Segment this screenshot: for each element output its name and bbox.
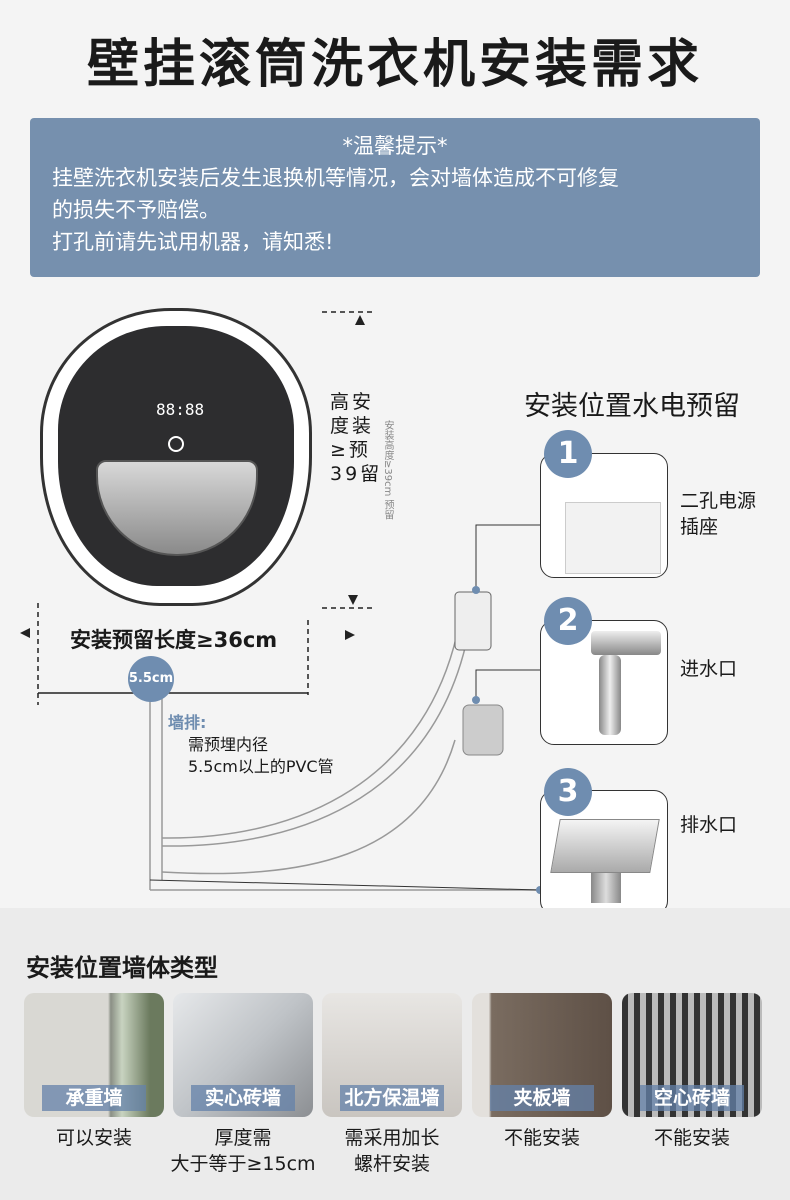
wall-tag: 实心砖墙 xyxy=(191,1085,295,1111)
item-label-line: 插座 xyxy=(680,516,719,538)
power-icon xyxy=(168,436,184,452)
notice-heading: *温馨提示* xyxy=(342,134,448,158)
notice-line: 的损失不予赔偿。 xyxy=(52,198,220,222)
faucet-icon xyxy=(591,631,661,655)
badge-1: 1 xyxy=(544,430,592,478)
wall-caption-line: 不能安装 xyxy=(503,1127,580,1149)
diagram-lines xyxy=(20,311,544,894)
wall-tag: 夹板墙 xyxy=(490,1085,594,1111)
wall-card-load-bearing: 承重墙 xyxy=(24,993,164,1117)
faucet-spout xyxy=(599,655,621,735)
socket-card xyxy=(540,453,668,578)
wall-caption-line: 大于等于≥15cm xyxy=(170,1153,316,1175)
wall-caption: 厚度需大于等于≥15cm xyxy=(168,1125,318,1177)
wall-card-solid-brick: 实心砖墙 xyxy=(173,993,313,1117)
item-label: 排水口 xyxy=(680,814,738,836)
wall-caption: 不能安装 xyxy=(617,1125,767,1151)
socket-icon xyxy=(565,502,661,574)
wall-card-plywood: 夹板墙 xyxy=(472,993,612,1117)
wall-tag: 北方保温墙 xyxy=(340,1085,444,1111)
item-label-line: 二孔电源 xyxy=(680,490,757,512)
height-label-row: 39留 xyxy=(330,463,383,485)
wall-caption-line: 可以安装 xyxy=(55,1127,132,1149)
height-label-row: 高安 xyxy=(330,391,375,413)
notice-box: *温馨提示* 挂壁洗衣机安装后发生退换机等情况，会对墙体造成不可修复 的损失不予… xyxy=(30,118,760,277)
pipe-diameter-badge: 5.5cm xyxy=(128,656,174,702)
height-label-text: 安装高度≥39cm 预留 xyxy=(382,420,393,520)
wall-caption: 不能安装 xyxy=(467,1125,617,1151)
wall-socket-small xyxy=(454,591,492,651)
drain-note: 墙排: 需预埋内径 5.5cm以上的PVC管 xyxy=(168,712,334,778)
notice-line: 挂壁洗衣机安装后发生退换机等情况，会对墙体造成不可修复 xyxy=(52,166,619,190)
wall-caption-line: 需采用加长 xyxy=(344,1127,440,1149)
item-label: 进水口 xyxy=(680,658,738,680)
wall-card-insulated: 北方保温墙 xyxy=(322,993,462,1117)
notice-line: 打孔前请先试用机器，请知悉! xyxy=(52,230,334,254)
drain-note-title: 墙排: xyxy=(168,713,207,732)
wall-tag: 承重墙 xyxy=(42,1085,146,1111)
wall-caption: 需采用加长螺杆安装 xyxy=(317,1125,467,1177)
item-label: 二孔电源插座 xyxy=(680,488,756,540)
wall-caption-line: 不能安装 xyxy=(653,1127,730,1149)
floor-drain-icon xyxy=(550,819,660,873)
height-label-row: 度装 xyxy=(330,415,375,437)
drain-pipe xyxy=(591,873,621,903)
wall-caption-line: 厚度需 xyxy=(214,1127,272,1149)
drain-note-line: 需预埋内径 xyxy=(188,735,269,754)
page-title: 壁挂滚筒洗衣机安装需求 xyxy=(86,35,703,95)
wall-caption-line: 螺杆安装 xyxy=(353,1153,430,1175)
width-label: 安装预留长度≥36cm xyxy=(70,628,278,652)
height-label-row: ≥预 xyxy=(330,439,371,461)
badge-2: 2 xyxy=(544,597,592,645)
height-label: 高安 度装 ≥预 39留 xyxy=(330,390,382,486)
drain-note-line: 5.5cm以上的PVC管 xyxy=(188,757,334,776)
wall-caption: 可以安装 xyxy=(19,1125,169,1151)
wall-tag: 空心砖墙 xyxy=(640,1085,744,1111)
section-title-utilities: 安装位置水电预留 xyxy=(524,391,740,422)
digital-display: 88:88 xyxy=(156,400,205,419)
section-title-walls: 安装位置墙体类型 xyxy=(26,954,218,982)
wall-card-hollow-brick: 空心砖墙 xyxy=(622,993,762,1117)
badge-3: 3 xyxy=(544,768,592,816)
